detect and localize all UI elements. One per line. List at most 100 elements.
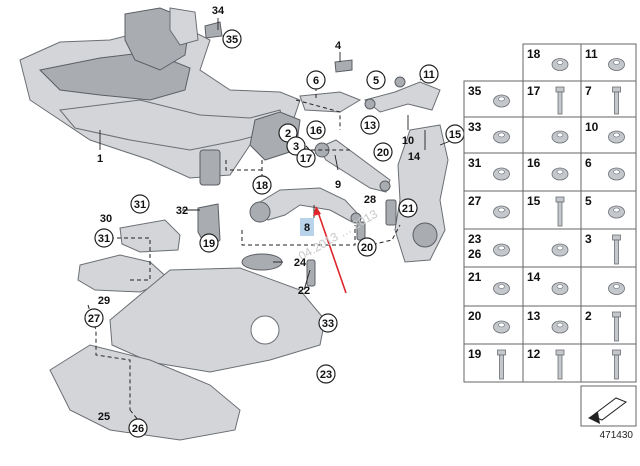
part-number: 17 [527,84,541,98]
callout-label: 22 [298,285,310,297]
parts-cell: 13 [522,305,582,345]
part-number: 16 [527,156,541,170]
callout-19: 19 [199,233,219,253]
highlight-arrow [313,206,347,294]
parts-cell: 31 [463,152,524,192]
callout-label: 18 [256,180,268,192]
callout-22: 22 [298,285,310,297]
callout-33: 33 [318,313,338,333]
callout-11: 11 [419,64,439,84]
callout-label: 4 [335,40,342,52]
steering-knuckle [394,124,449,263]
callout-label: 23 [320,369,332,381]
parts-cell: 6 [580,152,637,192]
callout-label: 24 [294,257,307,269]
parts-cell: 16 [522,152,582,192]
callout-label: 32 [176,205,188,217]
parts-cell: 18 [522,43,582,82]
parts-cell [522,228,582,268]
parts-cell: 33 [463,116,524,154]
callout-4: 4 [335,40,342,52]
callout-label: 20 [377,147,389,159]
callout-5: 5 [366,70,386,90]
parts-cell: 7 [580,80,637,118]
callout-1: 1 [97,153,103,165]
parts-cell: 12 [522,343,582,383]
underbody-shields [49,203,326,441]
leader-lines [99,18,454,291]
parts-cell: 14 [522,266,582,307]
callout-30: 30 [100,213,112,225]
callout-6: 6 [306,70,326,90]
callout-16: 16 [306,120,326,140]
part-number: 10 [585,120,599,134]
callout-21: 21 [398,198,418,218]
parts-cell: 19 [463,343,524,383]
callout-label: 5 [373,75,379,87]
part-number: 6 [585,156,592,170]
part-number: 31 [468,156,482,170]
orientation-symbol [580,385,637,427]
part-number: 21 [468,270,482,284]
part-number: 11 [585,47,598,61]
callout-20: 20 [357,237,377,257]
part-number: 3 [585,232,592,246]
part-number: 14 [527,270,541,284]
callout-26: 26 [128,418,148,438]
part-number: 15 [527,194,541,208]
callout-label: 19 [203,238,215,250]
callout-29: 29 [98,295,110,307]
callout-label: 31 [134,199,146,211]
callout-label: 14 [408,151,421,163]
part-number: 20 [468,309,482,323]
part-number: 13 [527,309,541,323]
callout-31: 31 [130,194,150,214]
callout-label: 2 [285,128,291,140]
parts-cell: 20 [463,305,524,345]
callout-8: 8 [300,218,314,236]
callout-28: 28 [364,194,376,206]
part-number: 33 [468,120,482,134]
callout-label: 9 [335,179,341,191]
parts-cell: 3 [580,228,637,268]
part-number: 18 [527,47,541,61]
part-number: 19 [468,347,482,361]
callout-32: 32 [176,205,188,217]
callout-label: 17 [300,153,312,165]
parts-cell: 10 [580,116,637,154]
part-number: 23 [468,232,482,246]
callout-label: 27 [88,313,100,325]
part-number: 12 [527,347,541,361]
callout-label: 31 [98,233,110,245]
callout-23: 23 [316,364,336,384]
part-number: 35 [468,84,482,98]
parts-cell [522,116,582,154]
callout-label: 10 [402,135,414,147]
callout-34: 34 [212,5,225,17]
parts-cell: 11 [580,43,637,82]
callout-label: 29 [98,295,110,307]
callout-20: 20 [373,142,393,162]
callout-label: 33 [322,318,334,330]
callout-label: 1 [97,153,103,165]
callout-label: 35 [226,34,238,46]
callout-18: 18 [252,175,272,195]
callout-label: 34 [212,5,225,17]
part-number: 26 [468,247,482,261]
parts-cell: 35 [463,80,524,118]
callout-label: 8 [304,222,310,234]
callout-27: 27 [84,308,104,328]
parts-cell [580,343,637,383]
callout-13: 13 [360,115,380,135]
callout-label: 11 [423,69,435,81]
parts-cell [580,266,637,307]
parts-cell: 27 [463,190,524,230]
parts-cell: 17 [522,80,582,118]
wishbone [249,187,362,224]
callout-25: 25 [98,411,110,423]
callout-15: 15 [445,124,465,144]
